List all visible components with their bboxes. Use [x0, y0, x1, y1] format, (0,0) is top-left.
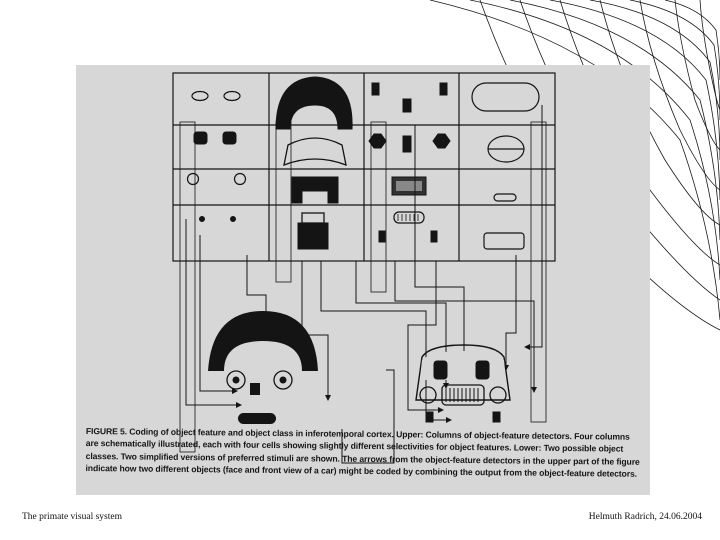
footer-title: The primate visual system [22, 512, 122, 522]
figure-photo: FIGURE 5. Coding of object feature and o… [76, 65, 650, 495]
figure-caption: FIGURE 5. Coding of object feature and o… [85, 425, 643, 480]
footer-author-date: Helmuth Radrich, 24.06.2004 [589, 512, 702, 522]
face-drawing [208, 311, 318, 424]
